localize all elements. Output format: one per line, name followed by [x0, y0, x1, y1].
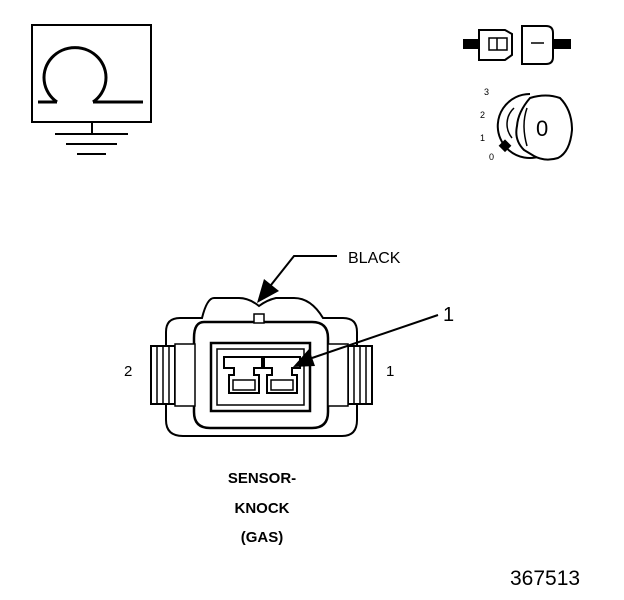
- callout-1-leader-arrow: [293, 314, 439, 367]
- knock-sensor-connector: [150, 297, 373, 437]
- ohm-ground-symbol-icon: [31, 24, 152, 155]
- ignition-key-label: 0: [536, 116, 549, 141]
- terminal-pins: [223, 356, 301, 394]
- black-leader-arrow: [257, 255, 337, 303]
- callout-number: 1: [443, 304, 455, 326]
- disconnected-connector-icon: [463, 25, 571, 65]
- ignition-position-1: 1: [480, 133, 486, 143]
- connector-color-label: BLACK: [348, 250, 401, 267]
- pin-number-right: 1: [386, 363, 395, 380]
- ignition-position-3: 3: [484, 87, 490, 97]
- component-name-line-3: (GAS): [240, 529, 284, 546]
- figure-id: 367513: [510, 567, 581, 590]
- component-name-line-2: KNOCK: [234, 500, 290, 517]
- pin-number-left: 2: [124, 363, 133, 380]
- ignition-switch-key-icon: [496, 92, 574, 161]
- ignition-position-0: 0: [489, 152, 495, 162]
- component-name-line-1: SENSOR-: [227, 470, 297, 487]
- ignition-position-2: 2: [480, 110, 486, 120]
